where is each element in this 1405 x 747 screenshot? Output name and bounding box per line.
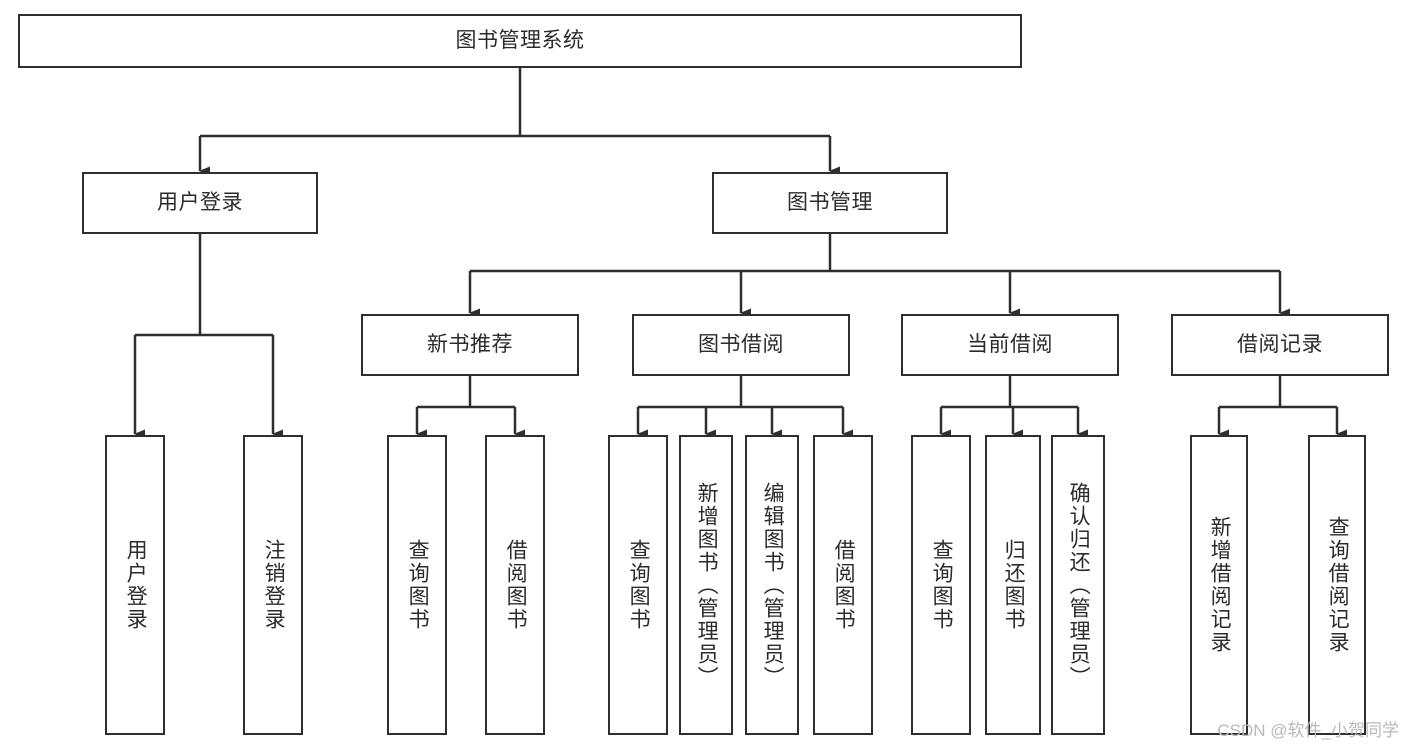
node-leaf-add-record[interactable]: 新增借阅记录 — [1190, 435, 1248, 735]
node-leaf-query-book-3[interactable]: 查询图书 — [911, 435, 971, 735]
node-label: 借阅图书 — [504, 539, 528, 631]
node-label: 借阅图书 — [832, 539, 856, 631]
node-label: 确认归还（管理员） — [1067, 481, 1091, 689]
node-label: 当前借阅 — [967, 332, 1053, 356]
node-label: 图书借阅 — [698, 332, 784, 356]
node-leaf-query-record[interactable]: 查询借阅记录 — [1308, 435, 1366, 735]
node-leaf-confirm-return[interactable]: 确认归还（管理员） — [1051, 435, 1105, 735]
node-root[interactable]: 图书管理系统 — [18, 14, 1022, 68]
node-label: 编辑图书（管理员） — [761, 481, 785, 689]
connector-lines — [133, 68, 1347, 439]
node-leaf-add-book[interactable]: 新增图书（管理员） — [679, 435, 733, 735]
node-leaf-return-book[interactable]: 归还图书 — [985, 435, 1041, 735]
node-label: 用户登录 — [124, 539, 148, 631]
node-label: 查询借阅记录 — [1326, 516, 1350, 654]
node-current-borrow[interactable]: 当前借阅 — [901, 314, 1119, 376]
node-book-borrow[interactable]: 图书借阅 — [632, 314, 850, 376]
node-leaf-query-book-2[interactable]: 查询图书 — [608, 435, 668, 735]
node-leaf-user-login[interactable]: 用户登录 — [105, 435, 165, 735]
node-new-book-rec[interactable]: 新书推荐 — [361, 314, 579, 376]
node-leaf-edit-book[interactable]: 编辑图书（管理员） — [745, 435, 799, 735]
node-borrow-record[interactable]: 借阅记录 — [1171, 314, 1389, 376]
node-label: 图书管理 — [787, 190, 873, 214]
node-label: 查询图书 — [930, 539, 954, 631]
node-label: 新增图书（管理员） — [695, 481, 719, 689]
node-label: 归还图书 — [1002, 539, 1026, 631]
node-leaf-borrow-book-2[interactable]: 借阅图书 — [813, 435, 873, 735]
node-user-login[interactable]: 用户登录 — [82, 172, 318, 234]
node-label: 新增借阅记录 — [1208, 516, 1232, 654]
node-label: 借阅记录 — [1237, 332, 1323, 356]
node-leaf-query-book-1[interactable]: 查询图书 — [387, 435, 447, 735]
node-label: 新书推荐 — [427, 332, 513, 356]
node-label: 用户登录 — [157, 190, 243, 214]
node-label: 查询图书 — [627, 539, 651, 631]
node-book-manage[interactable]: 图书管理 — [712, 172, 948, 234]
node-leaf-borrow-book-1[interactable]: 借阅图书 — [485, 435, 545, 735]
node-label: 图书管理系统 — [455, 28, 585, 52]
node-label: 注销登录 — [262, 539, 286, 631]
node-leaf-logout[interactable]: 注销登录 — [243, 435, 303, 735]
node-label: 查询图书 — [406, 539, 430, 631]
